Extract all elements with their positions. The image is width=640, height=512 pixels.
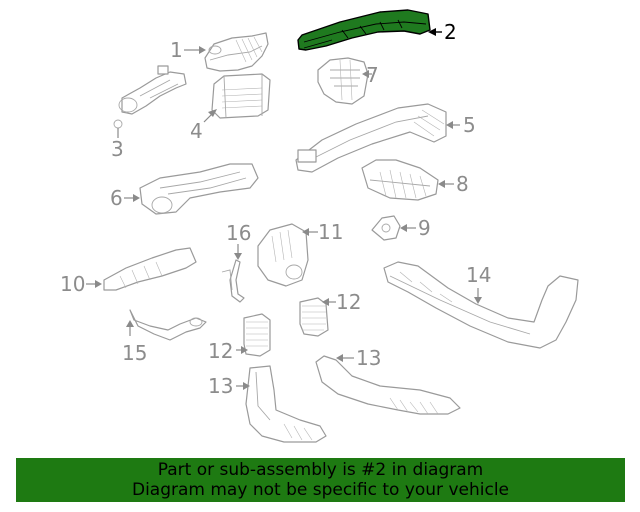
callout-9-group: 9 — [400, 216, 431, 240]
callout-5-group: 5 — [446, 113, 476, 137]
part-6-duct — [139, 163, 259, 215]
callout-2-group: 2 — [428, 20, 457, 44]
callout-8-group: 8 — [438, 172, 469, 196]
callout-6-group: 6 — [110, 186, 140, 210]
callout-12b-group: 12 — [208, 339, 248, 363]
part-11-vent-housing — [257, 223, 309, 287]
part-13-duct-right — [315, 355, 461, 415]
callout-3-group: 3 — [111, 119, 124, 161]
callout-14: 14 — [466, 263, 491, 287]
callout-3: 3 — [111, 137, 124, 161]
info-banner: Part or sub-assembly is #2 in diagram Di… — [16, 458, 625, 502]
callout-12-upper: 12 — [336, 290, 361, 314]
callout-9: 9 — [418, 216, 431, 240]
callout-2: 2 — [444, 20, 457, 44]
callout-11-group: 11 — [302, 220, 343, 244]
callout-10: 10 — [60, 272, 85, 296]
callout-7-group: 7 — [362, 63, 379, 87]
part-9-clip — [371, 215, 401, 241]
part-10-duct — [103, 247, 197, 291]
callout-4-group: 4 — [190, 109, 217, 143]
callout-6: 6 — [110, 186, 123, 210]
callout-1: 1 — [170, 38, 183, 62]
part-2-defroster-duct — [297, 9, 431, 51]
callout-16-group: 16 — [226, 221, 251, 260]
part-13-duct-left — [245, 365, 327, 443]
callout-12-lower: 12 — [208, 339, 233, 363]
callout-7: 7 — [366, 63, 379, 87]
part-8-side-vent — [361, 159, 439, 201]
part-3-duct — [118, 65, 187, 115]
callout-13-left: 13 — [208, 374, 233, 398]
part-12-hose-upper — [299, 297, 329, 337]
callout-13b-group: 13 — [208, 374, 250, 398]
banner-line-2: Diagram may not be specific to your vehi… — [131, 480, 509, 500]
callout-12a-group: 12 — [322, 290, 361, 314]
callout-16: 16 — [226, 221, 251, 245]
part-12-hose-lower — [243, 313, 271, 357]
callout-10-group: 10 — [60, 272, 102, 296]
callout-15: 15 — [122, 341, 147, 365]
part-1-duct — [204, 32, 269, 72]
callout-13-right: 13 — [356, 346, 381, 370]
part-5-duct — [295, 103, 447, 173]
part-14-floor-duct — [383, 261, 579, 349]
callout-4: 4 — [190, 119, 203, 143]
part-4-vent-box — [211, 73, 271, 119]
callout-13a-group: 13 — [336, 346, 381, 370]
callout-1-group: 1 — [170, 38, 206, 62]
callout-15-group: 15 — [122, 320, 147, 365]
part-15-bracket — [129, 309, 207, 341]
part-16-hose — [221, 259, 245, 303]
callout-11: 11 — [318, 220, 343, 244]
callout-14-group: 14 — [466, 263, 491, 304]
callout-8: 8 — [456, 172, 469, 196]
callout-5: 5 — [463, 113, 476, 137]
banner-line-1: Part or sub-assembly is #2 in diagram — [157, 460, 484, 480]
part-7-center-vent — [317, 57, 369, 105]
